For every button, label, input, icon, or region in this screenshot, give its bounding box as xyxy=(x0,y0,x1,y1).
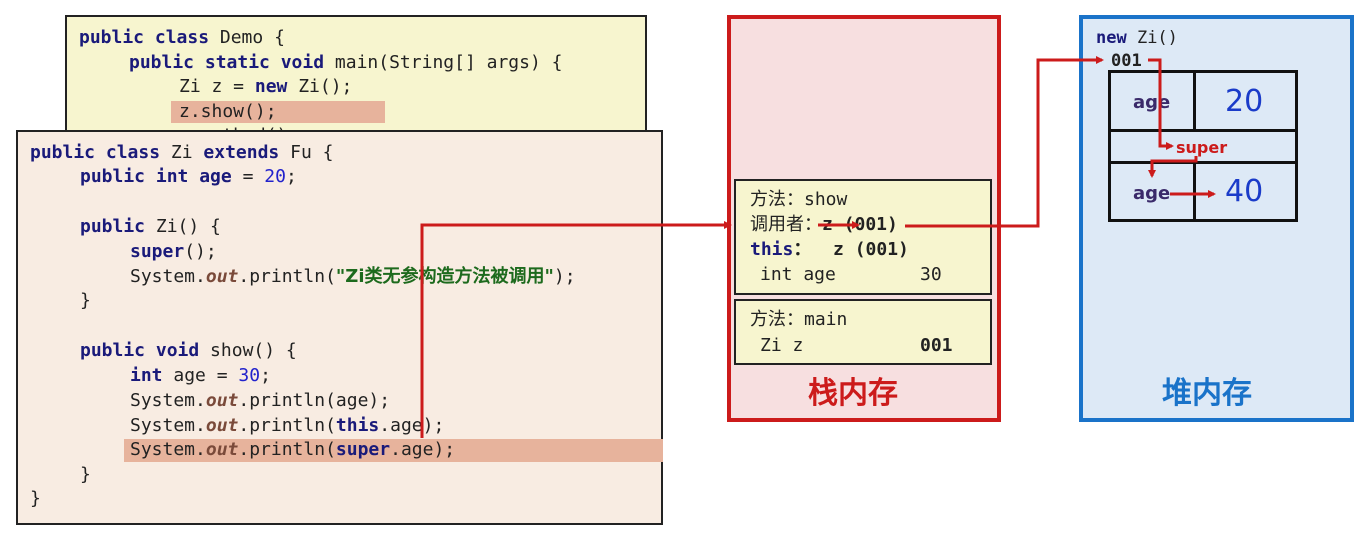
kw: extends xyxy=(203,142,280,163)
super-section-cell xyxy=(1108,129,1298,164)
kw: public class xyxy=(30,142,161,163)
kw: public void xyxy=(80,340,200,361)
super-to-age-arrow xyxy=(1148,156,1198,178)
kw: super xyxy=(130,241,185,262)
zi-line-1: public class Zi extends Fu { xyxy=(30,142,333,164)
super-label: super xyxy=(1176,138,1228,157)
code-text: Zi() xyxy=(1126,28,1178,48)
code-text: .println(age); xyxy=(238,390,391,411)
super-age-name: age xyxy=(1133,183,1171,204)
show-method-line: 方法：show xyxy=(750,189,847,211)
code-text: System. xyxy=(130,415,206,436)
code-text: Zi xyxy=(160,142,204,163)
it: out xyxy=(205,439,239,460)
it: out xyxy=(205,266,239,287)
cjk: 方法： xyxy=(750,189,804,210)
heap-new-label: new Zi() xyxy=(1096,27,1178,49)
code-text: System. xyxy=(130,439,206,460)
kw: new xyxy=(1096,28,1127,48)
demo-line-1: public class Demo { xyxy=(79,27,285,49)
main-frame: 方法：main Zi z 001 xyxy=(734,299,992,365)
code-text: Zi z = xyxy=(179,76,255,97)
zi-line-12: } xyxy=(80,464,91,485)
kw: super xyxy=(335,439,391,460)
code-text: .age); xyxy=(379,415,445,436)
heap-address: 001 xyxy=(1111,51,1142,71)
code-text: ; xyxy=(260,365,271,386)
address-to-super-arrow xyxy=(1148,58,1174,150)
code-text: System. xyxy=(130,266,206,287)
kw: age xyxy=(188,166,232,187)
zi-line-2: public int age = 20; xyxy=(80,166,297,188)
code-text: ： z (001) xyxy=(793,239,909,260)
it: out xyxy=(205,415,239,436)
zi-line-9: System.out.println(age); xyxy=(130,390,390,412)
main-var-value: 001 xyxy=(920,335,953,356)
zi-line-5: System.out.println("Zi类无参构造方法被调用"); xyxy=(130,266,576,288)
demo-line-4: z.show(); xyxy=(179,101,277,122)
demo-line-3: Zi z = new Zi(); xyxy=(179,76,352,98)
highlight-show-call xyxy=(171,101,385,123)
kw: public static void xyxy=(129,52,325,73)
code-text: Fu { xyxy=(279,142,334,163)
code-text: age = xyxy=(162,365,239,386)
code-text: Demo { xyxy=(209,27,285,48)
code-text: main xyxy=(804,309,848,330)
show-this-line: this： z (001) xyxy=(750,239,909,261)
code-text: .println( xyxy=(238,439,336,460)
heap-title: 堆内存 xyxy=(1162,376,1252,411)
code-text: = xyxy=(231,166,265,187)
kw: public class xyxy=(79,27,210,48)
code-text: show xyxy=(804,189,848,210)
zi-line-13: } xyxy=(30,488,41,509)
kw: int xyxy=(130,365,163,386)
it: out xyxy=(205,390,239,411)
code-text: ); xyxy=(553,266,576,287)
code-text: ; xyxy=(285,166,297,187)
zi-class-code: public class Zi extends Fu { public int … xyxy=(16,130,663,525)
cjk: 调用者： xyxy=(750,214,822,235)
show-var-value: 30 xyxy=(920,264,942,285)
main-var-decl: Zi z xyxy=(760,335,804,356)
str: "Zi类无参构造方法被调用" xyxy=(335,266,554,287)
sub-age-value: 20 xyxy=(1225,84,1264,119)
zi-line-8: int age = 30; xyxy=(130,365,271,387)
kw: new xyxy=(254,76,288,97)
code-text: .println( xyxy=(238,266,336,287)
code-text: System. xyxy=(130,390,206,411)
code-text: .age); xyxy=(390,439,456,460)
show-var-decl: int age xyxy=(760,264,836,285)
code-text: (); xyxy=(184,241,217,262)
main-method-line: 方法：main xyxy=(750,309,847,331)
kw: this xyxy=(750,239,794,260)
highlight-super-age xyxy=(124,439,663,462)
caller-to-heap-arrow xyxy=(905,56,1104,228)
code-text: show() { xyxy=(199,340,297,361)
demo-class-code: public class Demo { public static void m… xyxy=(65,15,647,146)
zi-line-7: public void show() { xyxy=(80,340,297,362)
super-age-to-frame-arrow xyxy=(420,221,732,438)
code-text: .println( xyxy=(238,415,336,436)
kw: public xyxy=(80,216,146,237)
zi-line-3: public Zi() { xyxy=(80,216,221,238)
stack-title: 栈内存 xyxy=(808,376,898,411)
kw: public int xyxy=(80,166,189,187)
num: 20 xyxy=(264,166,286,187)
cjk: 方法： xyxy=(750,309,804,330)
demo-line-2: public static void main(String[] args) { xyxy=(129,52,563,74)
num: 30 xyxy=(238,365,261,386)
code-text: Zi() { xyxy=(145,216,221,237)
code-text: Zi(); xyxy=(287,76,353,97)
kw: this xyxy=(335,415,380,436)
zi-line-6: } xyxy=(80,290,91,311)
show-frame: 方法：show 调用者：z (001) this： z (001) int ag… xyxy=(734,179,992,295)
super-age-value: 40 xyxy=(1225,174,1264,209)
zi-line-10: System.out.println(this.age); xyxy=(130,415,444,437)
code-text: main(String[] args) { xyxy=(324,52,563,73)
zi-line-4: super(); xyxy=(130,241,217,263)
zi-line-11: System.out.println(super.age); xyxy=(130,439,455,461)
